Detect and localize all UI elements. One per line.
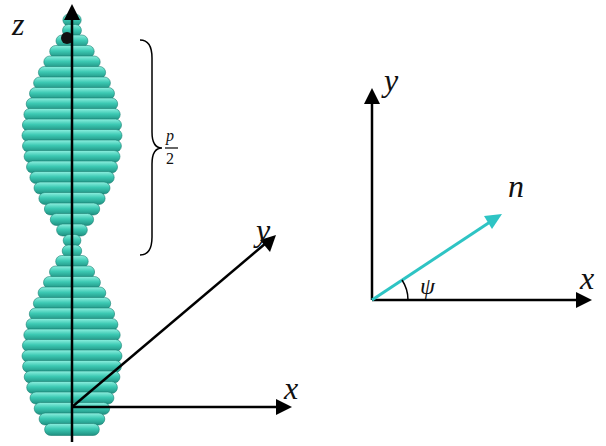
vector-label: n — [508, 170, 524, 202]
y-axis — [371, 100, 374, 300]
arrow-head — [576, 292, 592, 308]
axis-label: y — [384, 64, 398, 96]
angle-label: ψ — [420, 274, 435, 298]
arrow-head — [364, 88, 380, 104]
fraction-bar — [165, 147, 178, 148]
axis-label: x — [580, 262, 594, 294]
arrow-head — [484, 214, 502, 229]
arrow-head — [64, 4, 80, 20]
z-axis — [71, 14, 74, 442]
x-axis — [72, 406, 280, 409]
pitch-label: p — [166, 128, 174, 144]
axis-label: z — [12, 8, 24, 40]
angle-arc — [402, 280, 408, 300]
axis-label: y — [256, 214, 270, 246]
director-vector — [372, 222, 490, 300]
x-axis — [372, 299, 578, 302]
axis-label: x — [284, 372, 298, 404]
pitch-label: 2 — [166, 151, 174, 167]
pitch-brace — [140, 40, 162, 255]
y-axis — [72, 243, 266, 407]
